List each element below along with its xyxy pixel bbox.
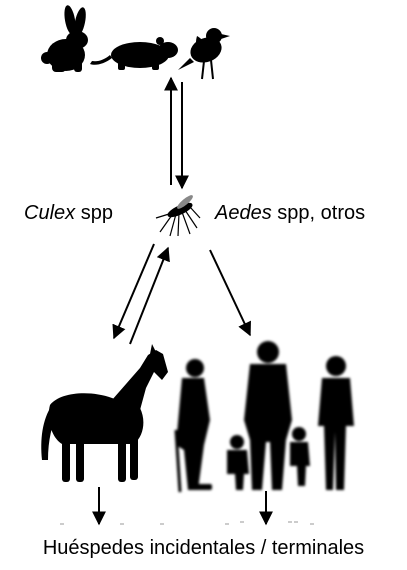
arrow-horse-to-mosquito	[130, 248, 168, 344]
horse-silhouette	[41, 344, 168, 482]
child-silhouette-2	[290, 427, 310, 486]
terminal-hosts-caption: Huéspedes incidentales / terminales	[0, 537, 407, 560]
humans-group	[176, 341, 354, 492]
rodent-silhouette	[90, 37, 178, 70]
mosquito-silhouette	[156, 193, 200, 236]
bird-silhouette	[178, 28, 230, 79]
aedes-genus: Aedes	[215, 202, 272, 224]
arrow-mosquito-to-horse	[114, 244, 154, 338]
person-adult-silhouette	[244, 341, 292, 490]
rabbit-silhouette	[41, 4, 88, 72]
person-child-silhouette	[318, 356, 354, 490]
culex-label: Culex spp	[24, 203, 113, 223]
person-elderly-silhouette	[176, 359, 212, 492]
culex-genus: Culex	[24, 202, 75, 224]
child-silhouette-1	[227, 435, 249, 490]
culex-suffix: spp	[75, 202, 113, 224]
aedes-label: Aedes spp, otros	[215, 203, 365, 223]
arrow-mosquito-to-humans	[210, 250, 250, 335]
aedes-suffix: spp, otros	[272, 202, 365, 224]
